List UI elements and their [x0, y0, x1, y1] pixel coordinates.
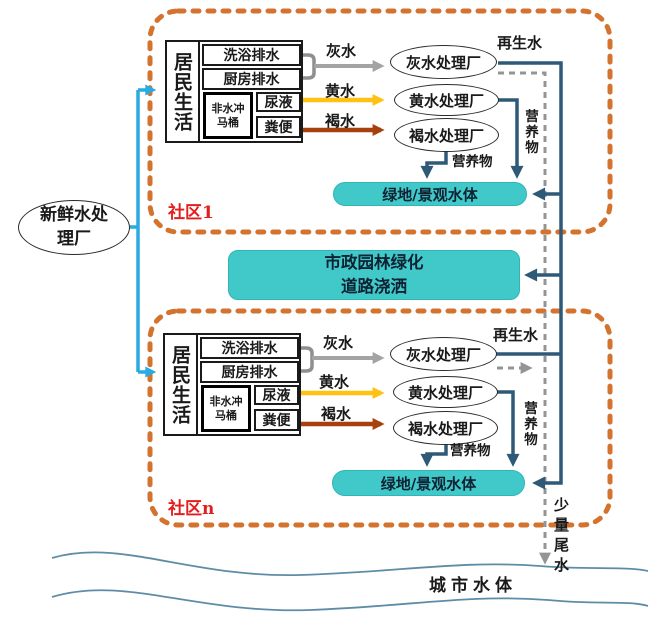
- green-space-box-n: 绿地/景观水体: [332, 470, 525, 496]
- urban-water-label: 城市水体: [429, 576, 517, 596]
- nutrient-line-brown-1: [420, 150, 448, 179]
- yellowwater-plant-n: 黄水处理厂: [393, 376, 498, 408]
- municipal-reuse-line1: 市政园林绿化: [324, 253, 424, 273]
- brownwater-label-1: 褐水: [325, 112, 356, 130]
- green-space-label-n: 绿地/景观水体: [380, 474, 477, 493]
- dry-toilet-cell-1: 非水冲马桶: [203, 92, 253, 139]
- municipal-reuse-box: 市政园林绿化 道路浇洒: [228, 250, 520, 300]
- brownwater-plant-n: 褐水处理厂: [393, 411, 498, 445]
- tail-water-label: 少量尾水: [552, 497, 570, 577]
- nutrients-label-1: 营养物: [452, 154, 493, 170]
- brownwater-plant-label-1: 褐水处理厂: [408, 126, 484, 145]
- fresh-water-plant-node: 新鲜水处理厂: [18, 200, 130, 255]
- yellowwater-label-n: 黄水: [319, 373, 350, 391]
- green-space-label-1: 绿地/景观水体: [382, 185, 478, 204]
- yellowwater-plant-1: 黄水处理厂: [394, 84, 499, 116]
- household-title-col-1: 居民生活: [167, 42, 200, 141]
- nutrients-label-n: 营养物: [450, 443, 491, 459]
- municipal-reuse-line2: 道路浇洒: [341, 277, 407, 296]
- household-box-n: 居民生活 洗浴排水 厨房排水 非水冲马桶 尿液 粪便: [163, 333, 301, 436]
- nutrient-line-yellow-1: [498, 98, 524, 179]
- reclaimed-water-main-line: [498, 61, 563, 490]
- community-n-border: [147, 308, 613, 528]
- brownwater-plant-1: 褐水处理厂: [394, 118, 499, 152]
- feces-cell-n: 粪便: [254, 409, 299, 431]
- fresh-water-supply-line: [130, 90, 140, 372]
- nutrient-line-brown-n: [420, 443, 448, 467]
- river-line-upper: [51, 551, 649, 577]
- fresh-water-plant-label: 新鲜水处理厂: [40, 204, 108, 249]
- household-label-1: 居民生活: [171, 51, 193, 132]
- household-title-col-n: 居民生活: [165, 335, 198, 434]
- community1-tag: 社区1: [168, 203, 214, 223]
- brownwater-label-n: 褐水: [321, 405, 352, 423]
- bath-drain-cell-n: 洗浴排水: [200, 337, 299, 359]
- feces-cell-1: 粪便: [256, 116, 301, 138]
- yellowwater-label-1: 黄水: [325, 82, 356, 100]
- greywater-plant-1: 灰水处理厂: [390, 45, 497, 79]
- greywater-plant-label-n: 灰水处理厂: [405, 345, 481, 364]
- river-line-lower: [51, 589, 649, 612]
- greywater-bracket-1: [303, 53, 316, 80]
- greywater-label-n: 灰水: [323, 334, 354, 352]
- household-box-1: 居民生活 洗浴排水 厨房排水 非水冲马桶 尿液 粪便: [165, 40, 303, 143]
- brownwater-plant-label-n: 褐水处理厂: [407, 419, 483, 438]
- nutrient-line-yellow-n: [497, 390, 520, 467]
- green-space-box-1: 绿地/景观水体: [333, 182, 527, 206]
- reclaimed-water-label-n: 再生水: [493, 326, 539, 344]
- nutrients-vertical-label-n: 营养物: [521, 401, 537, 448]
- nutrients-vertical-label-1: 营养物: [522, 109, 538, 156]
- community1-border: [147, 8, 613, 235]
- greywater-plant-label-1: 灰水处理厂: [405, 53, 481, 72]
- household-label-n: 居民生活: [169, 344, 191, 425]
- greywater-bracket-n: [301, 346, 314, 373]
- urine-cell-1: 尿液: [256, 92, 301, 112]
- yellowwater-plant-label-n: 黄水处理厂: [407, 383, 483, 402]
- kitchen-drain-cell-n: 厨房排水: [200, 361, 299, 383]
- yellowwater-plant-label-1: 黄水处理厂: [408, 91, 484, 110]
- greywater-label-1: 灰水: [326, 42, 357, 60]
- reclaimed-water-label-1: 再生水: [497, 34, 543, 52]
- greywater-plant-n: 灰水处理厂: [390, 337, 497, 371]
- dry-toilet-cell-n: 非水冲马桶: [201, 385, 251, 432]
- bath-drain-cell-1: 洗浴排水: [202, 44, 301, 66]
- urine-cell-n: 尿液: [254, 385, 299, 405]
- community-n-tag: 社区n: [168, 499, 215, 519]
- kitchen-drain-cell-1: 厨房排水: [202, 68, 301, 90]
- tail-water-dashed-line: [498, 71, 551, 565]
